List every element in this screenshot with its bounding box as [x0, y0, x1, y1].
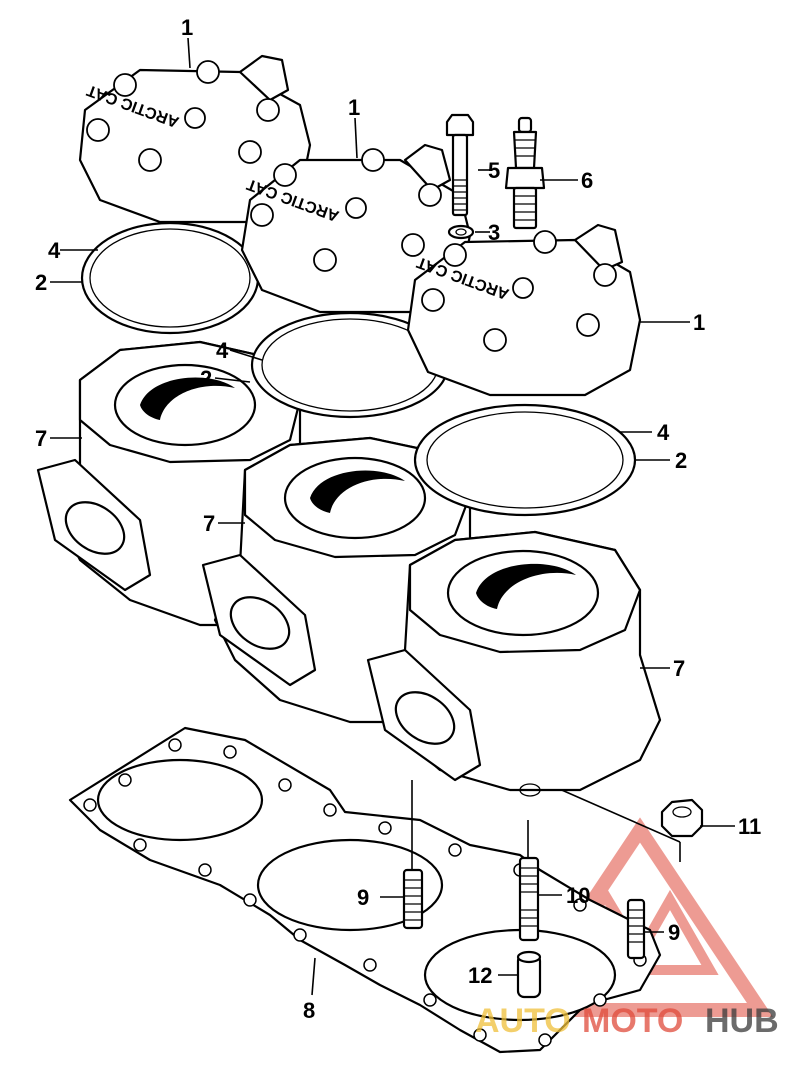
- svg-text:MOTO: MOTO: [582, 1002, 683, 1040]
- stud-right: [626, 898, 646, 960]
- callout-gasket-2a: 2: [35, 270, 47, 295]
- head-bolt: [445, 113, 475, 217]
- cylinder-head-right: ARCTIC CAT: [406, 223, 642, 397]
- callout-spark-plug-6: 6: [581, 168, 593, 193]
- callout-oring-4b: 4: [216, 338, 229, 363]
- head-bolt-bosses: [86, 60, 280, 172]
- head-gasket-right: [413, 403, 637, 517]
- callout-base-gasket-8: 8: [303, 998, 315, 1023]
- callout-washer-3: 3: [488, 220, 500, 245]
- callout-oring-4c: 4: [657, 420, 670, 445]
- cylinder-left: [36, 340, 302, 627]
- callout-dowel-12: 12: [468, 963, 492, 988]
- flange-nut: [660, 798, 704, 838]
- head-gasket-left: [80, 221, 260, 335]
- callout-gasket-2c: 2: [675, 448, 687, 473]
- callout-cylinder-7a: 7: [35, 426, 47, 451]
- leader-lines: [50, 37, 735, 996]
- callout-cylinder-7c: 7: [673, 656, 685, 681]
- svg-text:HUB: HUB: [705, 1002, 779, 1040]
- callout-stud-9a: 9: [357, 885, 369, 910]
- callout-oring-4a: 4: [48, 238, 61, 263]
- stud-left: [402, 780, 424, 930]
- cylinder-head-left: ARCTIC CAT: [78, 54, 312, 224]
- cylinder-center: [201, 436, 472, 724]
- callout-nut-11: 11: [738, 814, 761, 839]
- callout-bolt-5: 5: [488, 158, 500, 183]
- callout-cylinder-7b: 7: [203, 511, 215, 536]
- callout-stud-10: 10: [566, 883, 590, 908]
- callout-stud-9b: 9: [668, 920, 680, 945]
- dowel-pin: [516, 950, 542, 999]
- cylinder-right: [366, 530, 662, 797]
- washer: [447, 224, 475, 240]
- stud-center: [518, 820, 540, 942]
- watermark-text: AUTO MOTO HUB: [475, 1002, 779, 1040]
- callout-head-1b: 1: [348, 95, 360, 120]
- cylinder-head-center: ARCTIC CAT: [240, 143, 472, 314]
- spark-plug: [504, 116, 546, 230]
- svg-text:AUTO: AUTO: [475, 1002, 571, 1040]
- callout-gasket-2b: 2: [200, 366, 212, 391]
- gasket-bolt-holes: [83, 738, 647, 1047]
- callout-labels: 1 1 1 5 6 3 4 2 4 2 4 2 7 7 7 11 9 10 9 …: [35, 15, 761, 1023]
- callout-head-1c: 1: [693, 310, 705, 335]
- callout-head-1a: 1: [181, 15, 193, 40]
